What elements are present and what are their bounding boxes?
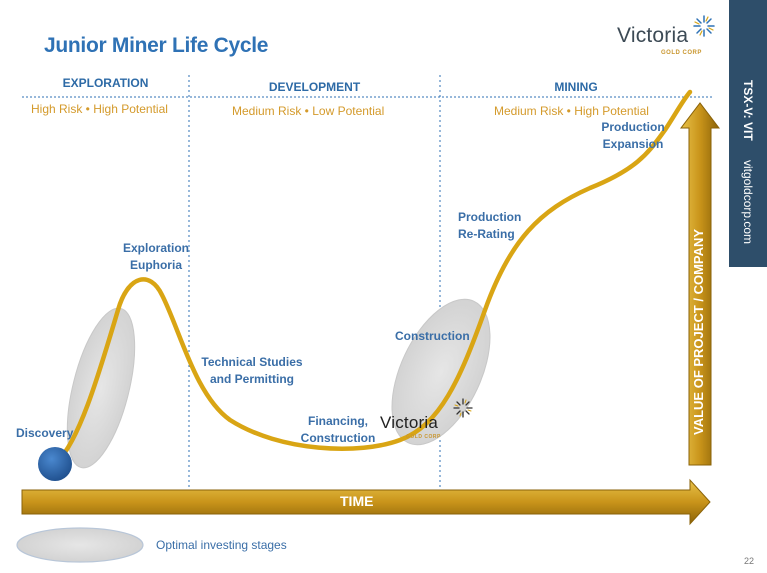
logo-burst-icon [693, 15, 715, 37]
value-curve [54, 89, 693, 465]
logo-wordmark: Victoria [617, 24, 689, 47]
stage-label-line: Exploration [122, 241, 189, 255]
stage-technical-studies: Technical Studies and Permitting [192, 354, 312, 388]
inline-logo-subtitle: GOLD CORP [406, 434, 441, 440]
inline-logo-wordmark: Victoria [380, 413, 438, 432]
stage-discovery: Discovery [16, 426, 74, 440]
value-axis-arrow [679, 102, 721, 466]
stage-financing: Financing, Construction [293, 413, 383, 447]
logo-subtitle: GOLD CORP [661, 50, 702, 56]
time-axis-arrow [21, 478, 711, 526]
stage-label-line: Financing, [308, 414, 368, 428]
page-title: Junior Miner Life Cycle [44, 34, 269, 57]
stage-label-line: Expansion [602, 137, 664, 151]
stage-label-line: and Permitting [209, 372, 294, 386]
discovery-marker [38, 447, 72, 481]
investing-stage-ellipse-2 [391, 298, 491, 446]
company-logo: Victoria GOLD CORP [617, 15, 722, 60]
legend-ellipse [16, 527, 144, 563]
phase-development: DEVELOPMENT [268, 80, 361, 94]
stage-construction: Construction [395, 329, 470, 343]
stage-label-line: Construction [300, 431, 376, 445]
phase-mining: MINING [554, 80, 598, 94]
stage-label-line: Production [458, 210, 522, 224]
stage-exploration-euphoria: Exploration Euphoria [112, 240, 200, 274]
stage-label-line: Euphoria [129, 258, 182, 272]
stage-production-expansion: Production Expansion [588, 119, 678, 153]
risk-mining: Medium Risk • High Potential [494, 104, 649, 118]
phase-exploration: EXPLORATION [62, 76, 149, 90]
page-number: 22 [744, 556, 755, 566]
investing-stage-ellipse-1 [66, 307, 136, 469]
inline-logo: Victoria GOLD CORP [380, 413, 460, 449]
stage-label-line: Production [601, 120, 665, 134]
inline-logo-burst-icon [453, 398, 473, 418]
legend-label: Optimal investing stages [156, 538, 287, 552]
risk-exploration: High Risk • High Potential [31, 102, 168, 116]
stage-label-line: Re-Rating [458, 227, 515, 241]
value-axis-label: VALUE OF PROJECT / COMPANY [691, 228, 706, 435]
stage-label-line: Technical Studies [201, 355, 303, 369]
stage-production-rerating: Production Re-Rating [458, 209, 521, 243]
time-axis-label: TIME [340, 493, 374, 509]
risk-development: Medium Risk • Low Potential [232, 104, 385, 118]
sidebar: TSX-V: VIT vitgoldcorp.com [729, 0, 767, 267]
